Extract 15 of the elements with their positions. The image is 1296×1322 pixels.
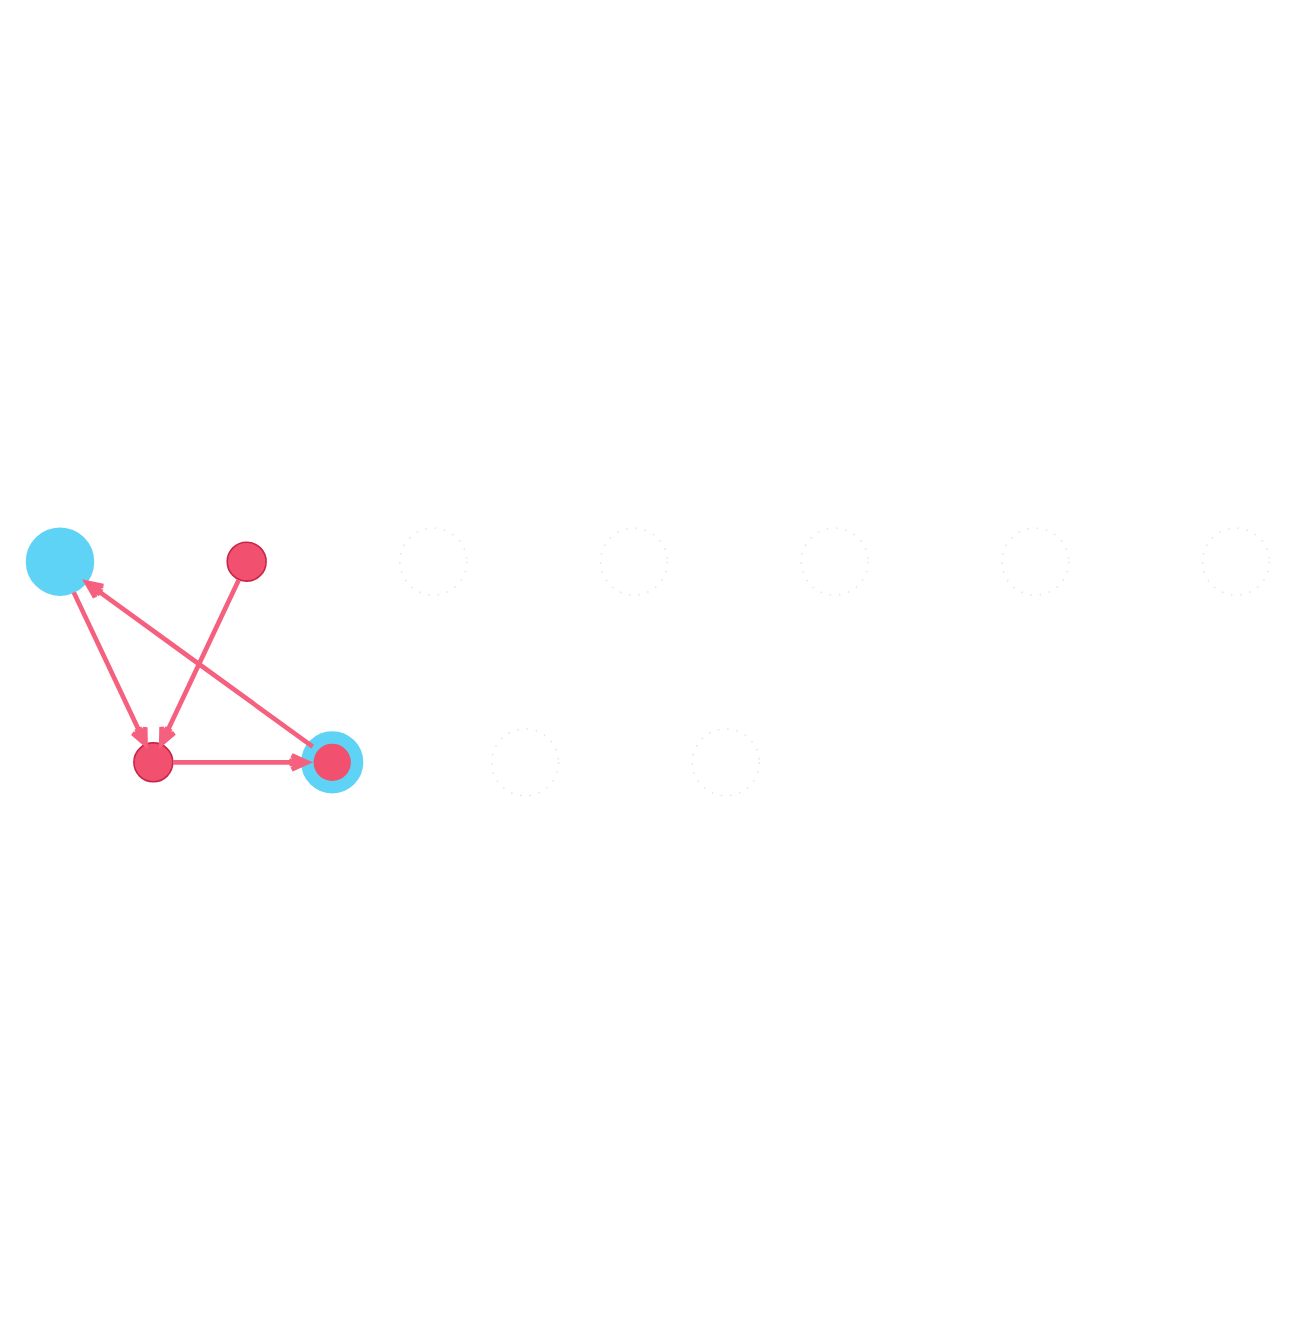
- node-circle: [226, 540, 267, 581]
- arrow: [84, 579, 315, 748]
- arrow: [158, 578, 241, 746]
- node-circle: [133, 741, 174, 782]
- node-circle: [800, 526, 869, 595]
- node-circle: [25, 526, 95, 595]
- arrow: [172, 752, 310, 771]
- node-circle: [1201, 526, 1271, 595]
- node-circle: [691, 727, 760, 796]
- node-circle: [301, 730, 364, 793]
- node-circle: [1001, 526, 1070, 595]
- node-circle: [599, 526, 669, 595]
- arrow: [71, 590, 148, 746]
- node-circle: [399, 526, 468, 595]
- node-circle: [490, 727, 560, 796]
